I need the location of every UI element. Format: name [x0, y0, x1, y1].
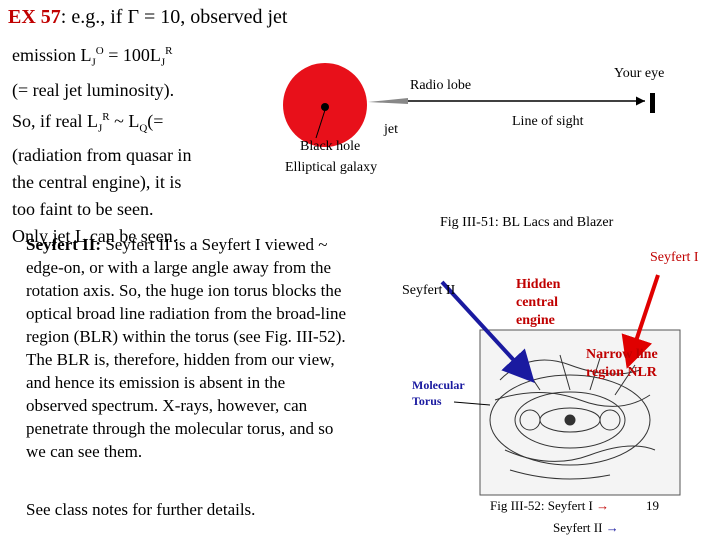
fig-52-caption-1-text: Fig III-52: Seyfert I: [490, 498, 593, 513]
seyfert-line-1-rest: Seyfert II is a Seyfert I viewed ~: [101, 235, 328, 254]
left-line-3-pre: So, if real L: [12, 110, 98, 131]
seyfert-line-8: observed spectrum. X-rays, however, can: [26, 396, 308, 415]
title-rest: : e.g., if Γ = 10, observed jet: [60, 6, 288, 28]
seyfert-i-label: Seyfert I: [650, 250, 699, 265]
left-line-1: emission LJO = 100LJR: [12, 38, 191, 77]
left-line-3-mid: ~ L: [109, 110, 140, 131]
left-line-3-post: (=: [147, 110, 164, 131]
hidden-engine-line-3: engine: [516, 313, 555, 328]
black-hole-pointer: [315, 109, 326, 139]
eye-icon: [650, 93, 655, 113]
black-hole-dot: [321, 103, 329, 111]
left-text-block: emission LJO = 100LJR (= real jet lumino…: [12, 38, 191, 250]
fig-52-caption-1: Fig III-52: Seyfert I →: [490, 498, 609, 514]
seyfert-line-7: and hence its emission is absent in the: [26, 373, 286, 392]
line-of-sight-label: Line of sight: [512, 114, 584, 129]
molecular-line-2: Torus: [412, 394, 442, 408]
left-line-2: (= real jet luminosity).: [12, 79, 175, 100]
left-line-6: too faint to be seen.: [12, 199, 154, 220]
seyfert-ii-arrow: [440, 280, 535, 383]
fig-52-caption-2: Seyfert II →: [553, 520, 619, 536]
seyfert-line-1: Seyfert II: Seyfert II is a Seyfert I vi…: [26, 233, 346, 256]
left-line-1-sup2: R: [165, 45, 173, 57]
hidden-engine-line-1: Hidden: [516, 277, 561, 292]
left-line-1-sub1: J: [91, 56, 96, 69]
arrow-right-icon: →: [605, 520, 619, 535]
left-line-1-mid: = 100L: [103, 45, 161, 65]
jet-label: jet: [384, 122, 398, 137]
your-eye-label: Your eye: [614, 66, 665, 81]
seyfert-bold-label: Seyfert II:: [26, 235, 102, 254]
seyfert-line-2: edge-on, or with a large angle away from…: [26, 258, 332, 277]
molecular-torus-pointer: [453, 401, 491, 406]
molecular-torus-label: Molecular Torus: [412, 377, 465, 409]
seyfert-line-10: we can see them.: [26, 442, 143, 461]
seyfert-line-3: rotation axis. So, the huge ion torus bl…: [26, 281, 342, 300]
seyfert-line-6: The BLR is, therefore, hidden from our v…: [26, 350, 335, 369]
class-notes-footer: See class notes for further details.: [26, 500, 256, 519]
left-line-3-sub2: Q: [139, 122, 148, 135]
page-number: 19: [646, 498, 659, 513]
narrow-line-line-1: Narrow line: [586, 347, 658, 362]
blazar-diagram: [283, 63, 655, 147]
black-hole-label: Black hole: [300, 139, 361, 154]
left-line-3-sub1: J: [97, 122, 103, 135]
molecular-line-1: Molecular: [412, 378, 465, 392]
fig-52-caption-2-text: Seyfert II: [553, 520, 603, 535]
narrow-line-line-2: region NLR: [586, 365, 657, 380]
agn-torus-diagram: [440, 274, 681, 496]
arrow-right-icon: →: [596, 498, 610, 513]
left-line-1-pre: emission L: [12, 45, 92, 65]
hidden-engine-line-2: central: [516, 295, 558, 310]
jet-cone: [368, 98, 408, 104]
left-line-4: (radiation from quasar in: [12, 145, 192, 166]
title-ex-label: EX 57: [8, 6, 61, 28]
left-line-3-sup1: R: [102, 110, 110, 123]
narrow-line-region-label: Narrow line region NLR: [586, 346, 658, 382]
left-line-3: So, if real LJR ~ LQ(=: [12, 104, 191, 143]
seyfert-line-5: region (BLR) within the torus (see Fig. …: [26, 327, 346, 346]
seyfert-paragraph: Seyfert II: Seyfert II is a Seyfert I vi…: [26, 233, 346, 463]
left-line-1-sub2: J: [160, 56, 166, 69]
seyfert-line-4: optical broad line radiation from the br…: [26, 304, 347, 323]
fig-51-caption: Fig III-51: BL Lacs and Blazer: [440, 215, 614, 230]
slide-title: EX 57: e.g., if Γ = 10, observed jet: [8, 6, 287, 29]
hidden-engine-label: Hidden central engine: [516, 276, 560, 330]
left-line-5: the central engine), it is: [12, 172, 182, 193]
radio-lobe-label: Radio lobe: [410, 78, 472, 93]
left-line-1-sup1: O: [95, 45, 104, 57]
left-line-7: Only jet L can be seen.: [12, 226, 178, 247]
seyfert-i-arrow: [621, 274, 660, 369]
seyfert-ii-label: Seyfert II: [402, 283, 456, 298]
elliptical-galaxy-label: Elliptical galaxy: [285, 160, 378, 175]
seyfert-line-9: penetrate through the molecular torus, a…: [26, 419, 334, 438]
